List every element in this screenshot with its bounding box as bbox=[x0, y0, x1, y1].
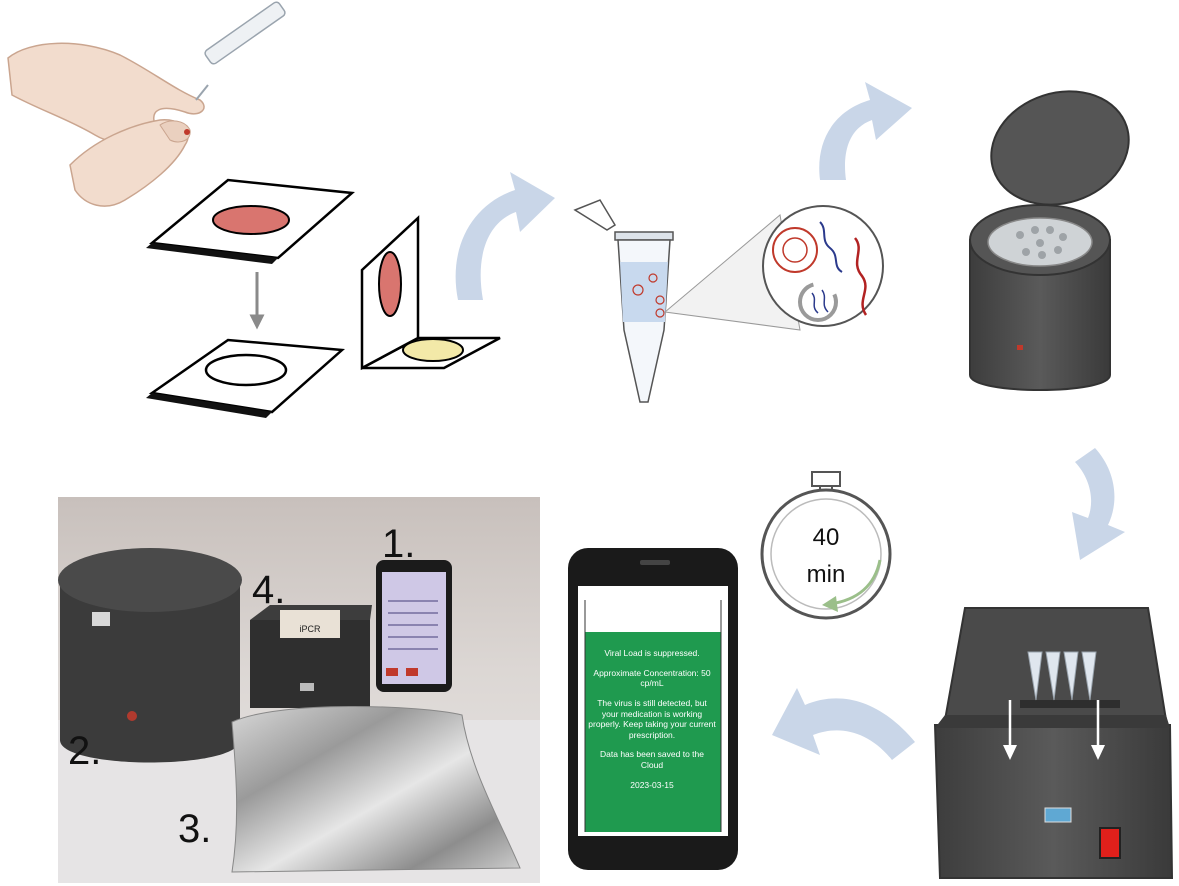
phone-result-text: Viral Load is suppressed. Approximate Co… bbox=[588, 648, 716, 802]
pcr-device-illustration bbox=[933, 607, 1174, 879]
label-centrifuge: 2. bbox=[68, 729, 101, 773]
flow-arrow-2 bbox=[819, 82, 912, 180]
flow-arrow-1 bbox=[455, 172, 555, 300]
label-foil-bag: 3. bbox=[178, 807, 211, 851]
blood-spot-card-top bbox=[146, 178, 355, 264]
result-date: 2023-03-15 bbox=[630, 779, 674, 790]
result-cloud-status: Data has been saved to the Cloud bbox=[600, 749, 704, 770]
blood-spot-card-punched bbox=[146, 338, 346, 418]
result-concentration: Approximate Concentration: 50 cp/mL bbox=[593, 667, 711, 689]
flow-arrow-3 bbox=[1072, 448, 1125, 560]
device-label: iPCR bbox=[299, 624, 321, 634]
centrifuge-illustration bbox=[969, 90, 1130, 391]
result-status: Viral Load is suppressed. bbox=[604, 648, 700, 658]
timer-value: 40 bbox=[813, 524, 840, 551]
sample-tube-illustration bbox=[573, 199, 884, 403]
flow-arrow-4 bbox=[772, 688, 915, 760]
result-message: The virus is still detected, but your me… bbox=[588, 697, 716, 740]
label-phone: 1. bbox=[382, 522, 415, 566]
result-screen bbox=[585, 632, 721, 832]
smartphone-result bbox=[568, 548, 738, 870]
label-pcr-box: 4. bbox=[252, 568, 285, 612]
plasma-separation-card bbox=[360, 215, 501, 371]
hands-pipette-illustration bbox=[7, 1, 286, 207]
stopwatch-icon: 40 min bbox=[760, 471, 892, 620]
kit-photo: 1. 2. 3. 4. iPCR bbox=[58, 497, 540, 883]
flow-arrows bbox=[455, 82, 1125, 760]
timer-unit: min bbox=[807, 561, 846, 588]
